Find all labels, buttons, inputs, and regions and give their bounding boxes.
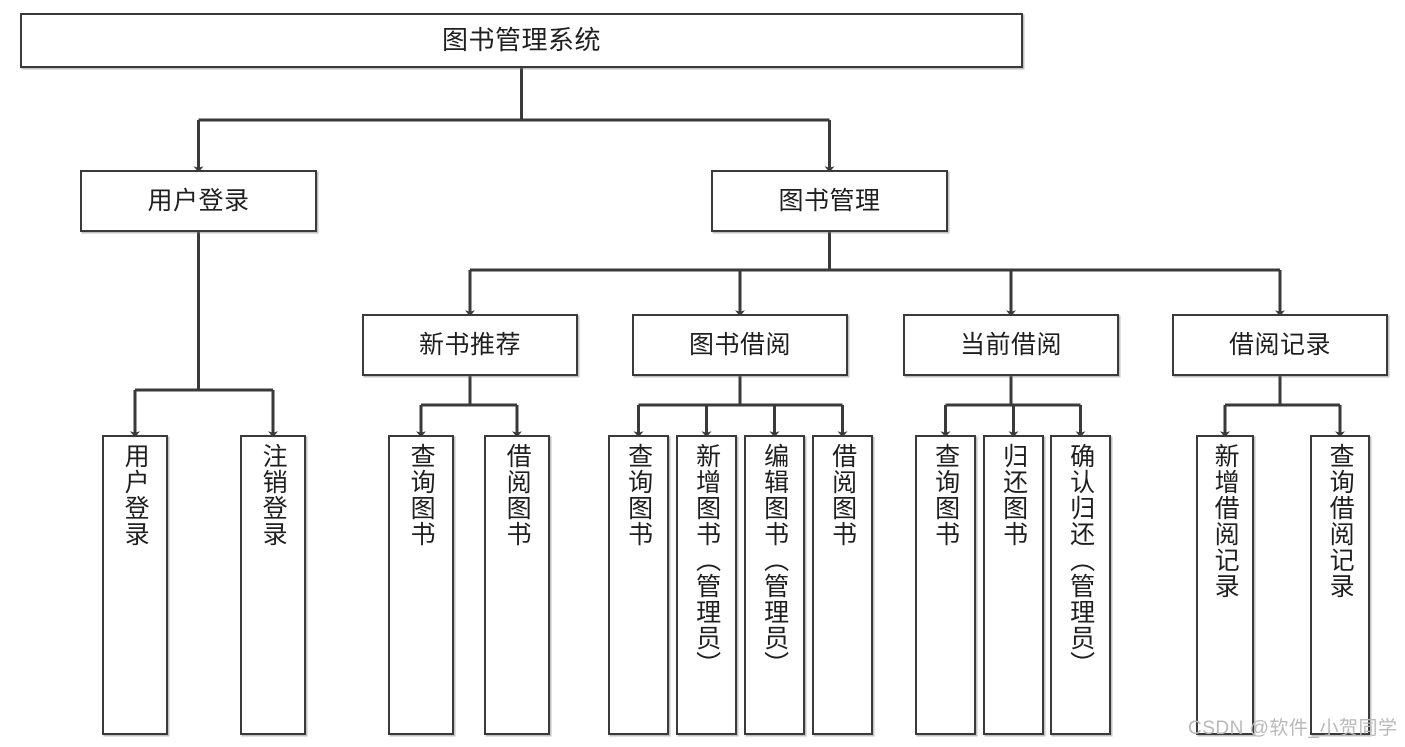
node-user-login[interactable]: 用户登录: [80, 170, 317, 232]
node-label: 用户登录: [147, 187, 250, 215]
node-label: 图书管理系统: [441, 24, 601, 55]
node-book-management[interactable]: 图书管理: [711, 170, 948, 232]
csdn-watermark: CSDN @软件_小贺同学: [1188, 718, 1398, 739]
node-label: 新书推荐: [418, 331, 521, 359]
node-label: 图书管理: [778, 187, 881, 215]
leaf-borrow-book-recommend[interactable]: 借阅图书: [484, 435, 550, 735]
node-label: 编辑图书（管理员）: [760, 443, 789, 677]
leaf-query-borrow-record[interactable]: 查询借阅记录: [1310, 435, 1370, 735]
leaf-query-book-recommend[interactable]: 查询图书: [388, 435, 454, 735]
leaf-confirm-return-admin[interactable]: 确认归还（管理员）: [1050, 435, 1111, 735]
node-borrow-record[interactable]: 借阅记录: [1172, 314, 1388, 376]
node-label: 当前借阅: [959, 331, 1062, 359]
node-label: 确认归还（管理员）: [1066, 443, 1095, 677]
node-book-borrow[interactable]: 图书借阅: [632, 314, 848, 376]
node-new-book-recommend[interactable]: 新书推荐: [362, 314, 578, 376]
node-label: 归还图书: [999, 443, 1028, 547]
leaf-add-borrow-record[interactable]: 新增借阅记录: [1196, 435, 1254, 735]
node-label: 查询图书: [624, 443, 653, 547]
node-label: 用户登录: [121, 443, 150, 547]
node-label: 新增图书（管理员）: [692, 443, 721, 677]
leaf-borrow-book[interactable]: 借阅图书: [812, 435, 873, 735]
leaf-user-login[interactable]: 用户登录: [102, 435, 168, 735]
node-label: 注销登录: [259, 443, 288, 547]
node-label: 借阅图书: [828, 443, 857, 547]
leaf-return-book[interactable]: 归还图书: [983, 435, 1044, 735]
node-root[interactable]: 图书管理系统: [20, 13, 1023, 68]
node-label: 新增借阅记录: [1211, 443, 1240, 599]
node-label: 借阅图书: [503, 443, 532, 547]
edge-group: [130, 68, 1346, 438]
leaf-query-book-current[interactable]: 查询图书: [915, 435, 976, 735]
leaf-add-book-admin[interactable]: 新增图书（管理员）: [676, 435, 737, 735]
leaf-query-book-borrow[interactable]: 查询图书: [608, 435, 669, 735]
node-current-borrow[interactable]: 当前借阅: [903, 314, 1119, 376]
leaf-logout[interactable]: 注销登录: [240, 435, 306, 735]
node-label: 查询图书: [407, 443, 436, 547]
node-label: 图书借阅: [688, 331, 791, 359]
leaf-edit-book-admin[interactable]: 编辑图书（管理员）: [744, 435, 805, 735]
node-label: 借阅记录: [1228, 331, 1331, 359]
node-label: 查询图书: [931, 443, 960, 547]
node-label: 查询借阅记录: [1326, 443, 1355, 599]
